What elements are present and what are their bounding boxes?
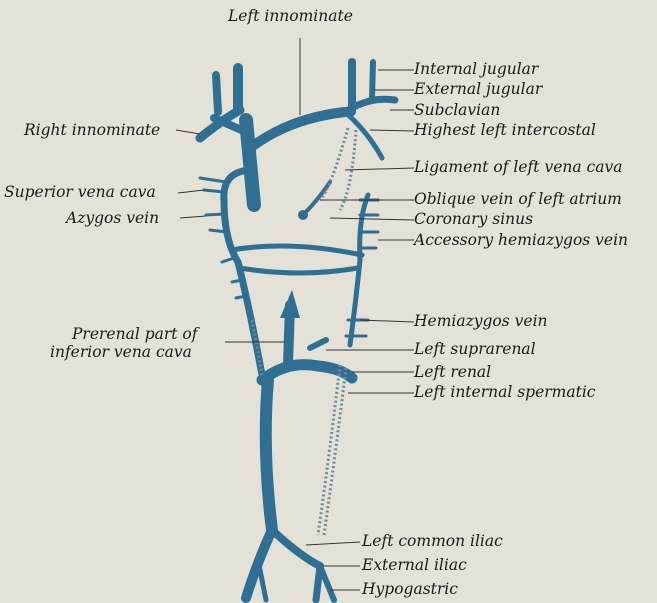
iliac-veins: [246, 530, 334, 600]
ligament-left-vena-cava: [320, 128, 356, 210]
left-jugular-veins: [345, 62, 395, 158]
superior-vena-cava: [246, 120, 254, 205]
label-superior-vena-cava: Superior vena cava: [4, 184, 156, 201]
left-innominate-vein: [250, 112, 345, 148]
label-highest-left-intercostal: Highest left intercostal: [414, 122, 596, 139]
label-left-common-iliac: Left common iliac: [362, 533, 503, 550]
oblique-vein-left-atrium: [298, 182, 330, 220]
label-ligament-left-vena-cava: Ligament of left vena cava: [414, 159, 622, 176]
label-internal-jugular: Internal jugular: [414, 61, 538, 78]
label-hemiazygos-vein: Hemiazygos vein: [414, 313, 548, 330]
label-left-innominate: Left innominate: [228, 8, 353, 25]
label-hypogastric: Hypogastric: [362, 581, 458, 598]
right-innominate-vein: [200, 68, 246, 138]
label-external-jugular: External jugular: [414, 81, 542, 98]
label-prerenal-part-line1: Prerenal part of: [72, 326, 198, 343]
label-right-innominate: Right innominate: [24, 122, 160, 139]
label-external-iliac: External iliac: [362, 557, 467, 574]
label-subclavian: Subclavian: [414, 102, 500, 119]
label-prerenal-part-line2: inferior vena cava: [50, 344, 192, 361]
label-left-renal: Left renal: [414, 364, 491, 381]
label-coronary-sinus: Coronary sinus: [414, 211, 533, 228]
label-left-suprarenal: Left suprarenal: [414, 341, 536, 358]
label-left-internal-spermatic: Left internal spermatic: [414, 384, 595, 401]
inferior-vena-cava: [262, 290, 352, 530]
label-oblique-vein-left-atrium: Oblique vein of left atrium: [414, 191, 622, 208]
transverse-connections: [232, 246, 362, 273]
label-accessory-hemiazygos-vein: Accessory hemiazygos vein: [414, 232, 628, 249]
label-azygos-vein: Azygos vein: [66, 210, 159, 227]
